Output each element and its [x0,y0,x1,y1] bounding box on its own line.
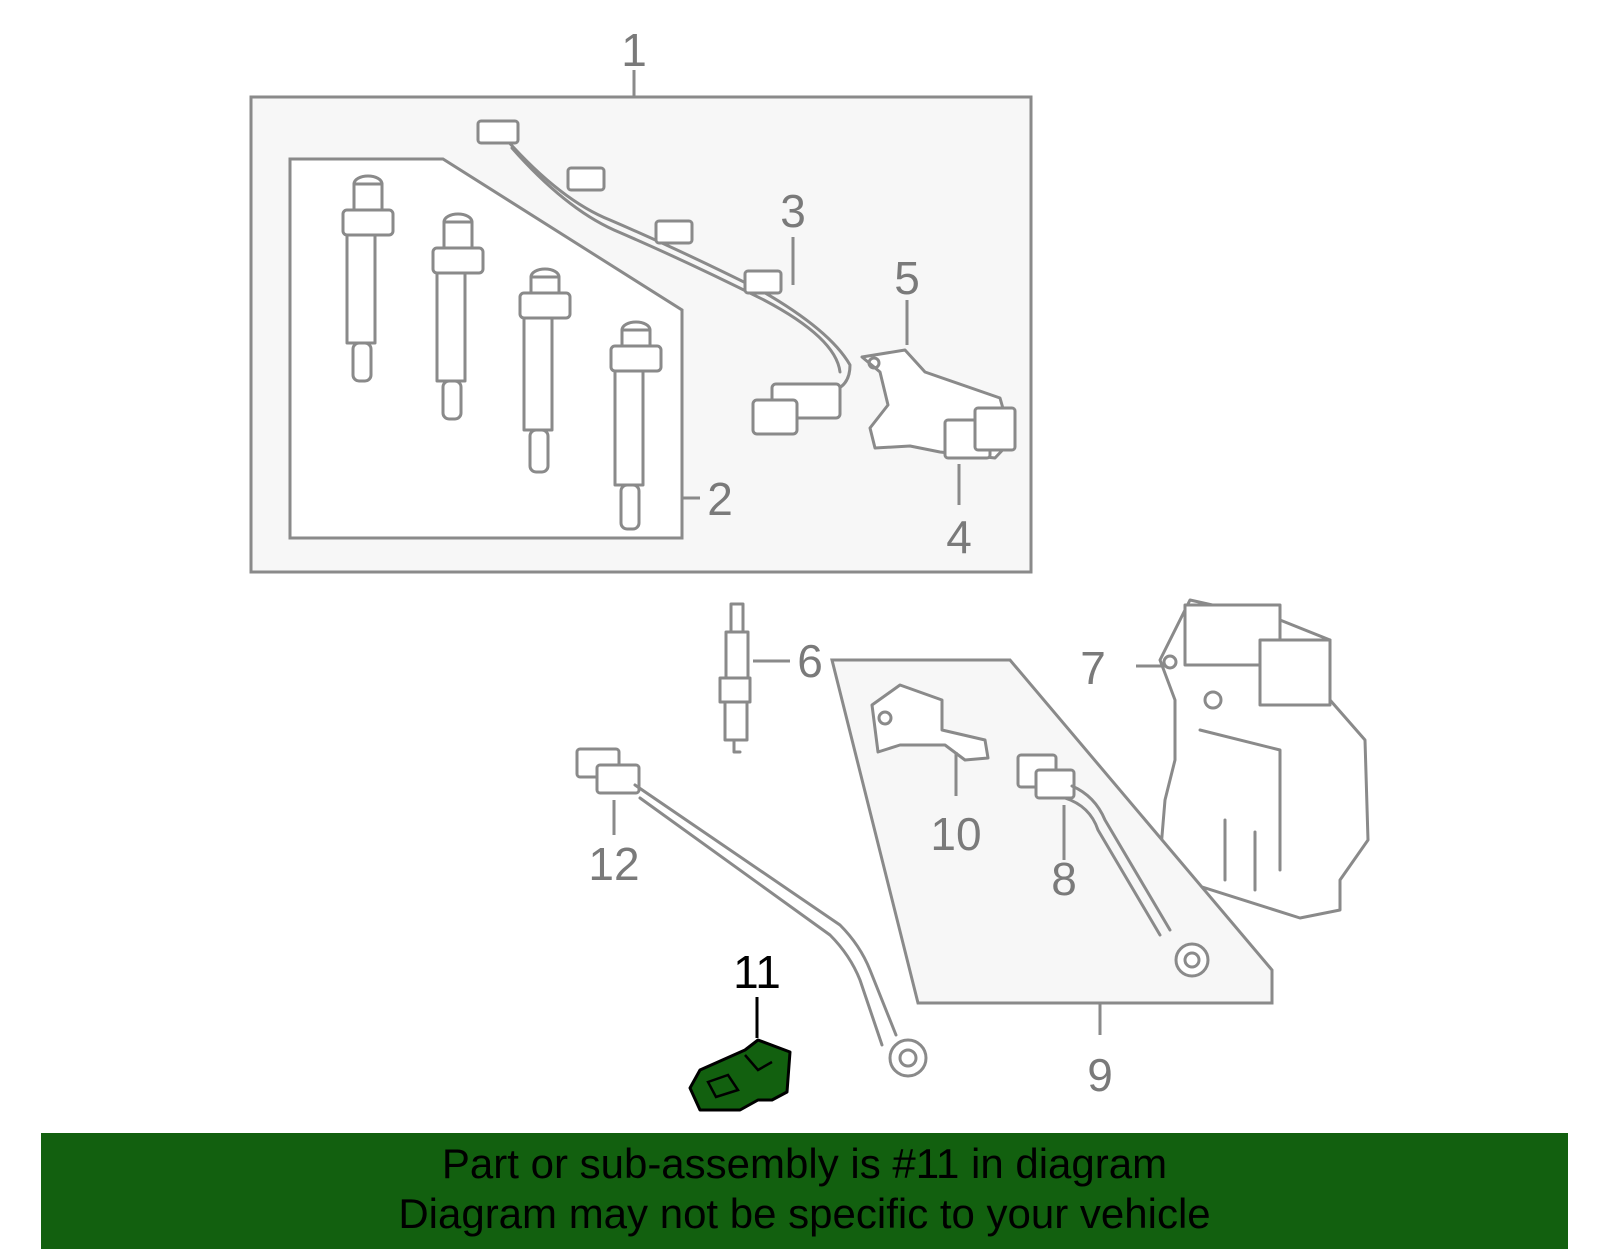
callout-3: 3 [780,185,806,237]
group-2-box [288,157,684,540]
sensor-bracket [870,683,990,762]
coil-connector [943,406,1017,460]
oxygen-sensor-harness [575,747,928,1078]
ignition-coil [341,174,395,383]
highlighted-sensor-part-11[interactable] [688,1038,792,1112]
ignition-coil [609,320,663,531]
coil-wiring-harness [476,119,852,436]
banner-line-disclaimer: Diagram may not be specific to your vehi… [398,1190,1211,1237]
callout-2: 2 [707,473,733,525]
banner-line-part-number: Part or sub-assembly is #11 in diagram [441,1140,1168,1187]
info-banner: Part or sub-assembly is #11 in diagram D… [41,1133,1568,1249]
callout-4: 4 [946,511,972,563]
engine-control-module [1158,598,1370,920]
callout-8: 8 [1051,853,1077,905]
callout-11: 11 [733,946,781,998]
spark-plug [718,602,752,754]
ignition-coil [518,267,572,474]
callout-1: 1 [621,24,647,76]
callout-leaders [612,70,1165,1038]
callout-6: 6 [797,635,823,687]
callout-12: 12 [588,838,639,890]
callout-9: 9 [1087,1049,1113,1101]
callout-7: 7 [1080,642,1106,694]
callout-5: 5 [894,252,920,304]
callout-10: 10 [930,808,981,860]
ignition-coil [431,212,485,421]
knock-sensor [1016,753,1210,978]
callout-labels: 1 2 3 4 5 6 7 8 9 10 11 12 [588,24,1112,1101]
ignition-coils [341,174,663,531]
